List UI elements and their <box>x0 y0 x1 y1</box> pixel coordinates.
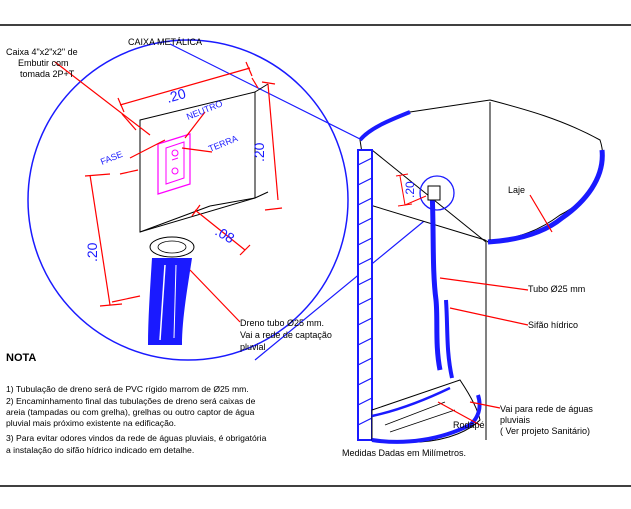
box-label-3: tomada 2P+T <box>20 69 75 79</box>
caixa-title: CAIXA METÁLICA <box>128 37 202 47</box>
box-label-2: Embutir com <box>18 58 69 68</box>
dim-wall: .20 <box>403 181 417 198</box>
wall-recess <box>139 83 269 233</box>
dim-left: .20 <box>84 242 100 262</box>
wall-assembly: .20 <box>357 99 605 444</box>
rede-label-1: Vai para rede de águas <box>500 404 593 414</box>
note-line: 1) Tubulação de dreno será de PVC rígido… <box>6 384 249 394</box>
drain-label-3: pluvial <box>240 342 266 352</box>
fase-label: FASE <box>99 149 124 167</box>
note-line: 3) Para evitar odores vindos da rede de … <box>6 433 267 443</box>
wall-hatch <box>357 157 373 426</box>
dim-right: .20 <box>251 142 267 162</box>
magnified-detail: .20 .20 .20 .08 FASE NEUTRO TERRA <box>27 39 349 361</box>
laje-label: Laje <box>508 185 525 195</box>
neutro-label: NEUTRO <box>185 98 224 122</box>
detail-circle <box>27 39 349 361</box>
units-note: Medidas Dadas em Milímetros. <box>342 448 466 458</box>
socket-box <box>157 133 191 195</box>
drain-label-1: Dreno tubo Ø25 mm. <box>240 318 324 328</box>
dimension-lines <box>54 61 283 323</box>
note-block: NOTA 1) Tubulação de dreno será de PVC r… <box>6 352 267 455</box>
terra-label: TERRA <box>207 133 239 154</box>
rede-label-3: ( Ver projeto Sanitário) <box>500 426 590 436</box>
box-label-1: Caixa 4"x2"x2" de <box>6 47 78 57</box>
note-line: pluvial mais próximo existente na edific… <box>6 418 176 428</box>
note-line: areia (tampadas ou com grelha), grelhas … <box>6 407 255 417</box>
note-title: NOTA <box>6 352 36 364</box>
rodape-label: Rodapé <box>453 420 485 430</box>
tubo-label: Tubo Ø25 mm <box>528 284 585 294</box>
note-line: a instalação do sifão hídrico indicado e… <box>6 445 194 455</box>
rede-label-2: pluviais <box>500 415 531 425</box>
drain-label-2: Vai a rede de captação <box>240 330 332 340</box>
dim-top: .20 <box>164 85 187 106</box>
note-line: 2) Encaminhamento final das tubulações d… <box>6 396 256 406</box>
drain-pipe <box>148 236 195 345</box>
sifao-label: Sifão hídrico <box>528 320 578 330</box>
